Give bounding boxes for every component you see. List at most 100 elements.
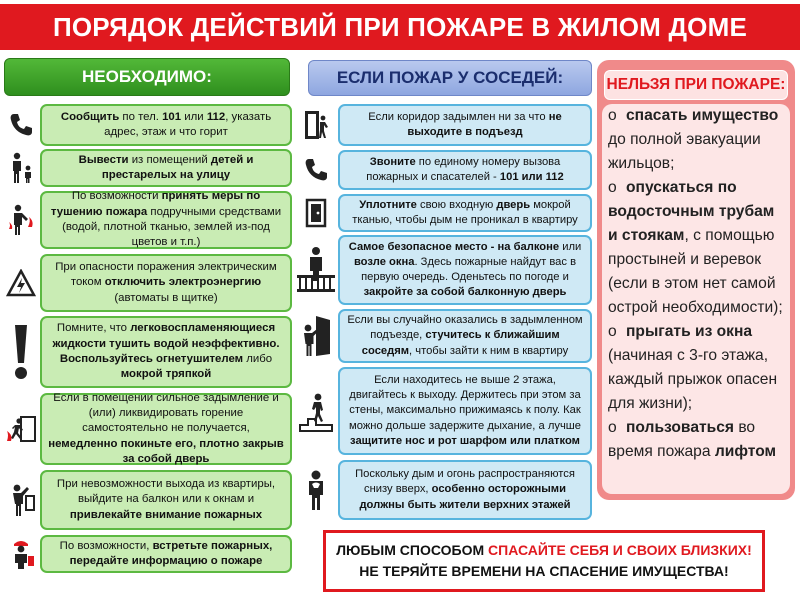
fire-exit-icon bbox=[4, 393, 38, 465]
left-text: Если в помещении сильное задымление и (и… bbox=[40, 392, 292, 466]
bold-text: 112 bbox=[206, 110, 226, 123]
banner-line-2: НЕ ТЕРЯЙТЕ ВРЕМЕНИ НА СПАСЕНИЕ ИМУЩЕСТВА… bbox=[359, 563, 729, 579]
bold-text: Звоните bbox=[369, 155, 416, 168]
person-at-window-icon bbox=[4, 470, 38, 530]
bold-text: детей и престарелых на улицу bbox=[101, 153, 254, 181]
bold-text: дверь bbox=[496, 198, 531, 211]
middle-row: Поскольку дым и огонь распространяются с… bbox=[296, 460, 592, 520]
phone-icon bbox=[4, 104, 38, 146]
middle-row: Звоните по единому номеру вызова пожарны… bbox=[296, 150, 592, 190]
left-row: Вывести из помещений детей и престарелых… bbox=[4, 149, 292, 187]
rich-text: Если вы случайно оказались в задымленном… bbox=[347, 314, 583, 357]
warning-banner: ЛЮБЫМ СПОСОБОМ СПАСАЙТЕ СЕБЯ И СВОИХ БЛИ… bbox=[323, 530, 765, 592]
list-marker: o bbox=[608, 323, 617, 340]
bold-text: лифтом bbox=[714, 443, 777, 460]
bold-text: защитите нос и рот шарфом или платком bbox=[350, 434, 580, 447]
person-knocking-door-icon bbox=[296, 309, 336, 363]
rich-text: Звоните по единому номеру вызова пожарны… bbox=[366, 155, 564, 183]
firefighter-icon bbox=[4, 535, 38, 573]
left-text: Сообщить по тел. 101 или 112, указать ад… bbox=[40, 104, 292, 146]
middle-row: Если находитесь не выше 2 этажа, двигайт… bbox=[296, 367, 592, 455]
left-text: По возможности принять меры по тушению п… bbox=[40, 190, 292, 249]
rich-text: По возможности, встретьте пожарных, пере… bbox=[59, 539, 273, 567]
bold-text: 101 или 112 bbox=[499, 171, 564, 183]
right-column-header: НЕЛЬЗЯ ПРИ ПОЖАРЕ: bbox=[604, 70, 788, 100]
middle-text: Если находитесь не выше 2 этажа, двигайт… bbox=[338, 367, 592, 455]
rich-text: По возможности принять меры по тушению п… bbox=[50, 190, 282, 249]
prohibited-item-text: прыгать из окна (начиная с 3-го этажа, к… bbox=[608, 323, 777, 412]
left-row: Если в помещении сильное задымление и (и… bbox=[4, 392, 292, 466]
rich-text: Сообщить по тел. 101 или 112, указать ад… bbox=[60, 110, 272, 138]
bold-text: немедленно покиньте его, плотно закрыв з… bbox=[48, 437, 284, 466]
middle-text: Самое безопасное место - на балконе или … bbox=[338, 235, 592, 305]
bold-text: пользоваться bbox=[626, 419, 734, 436]
list-marker: o bbox=[608, 419, 617, 436]
rich-text: Если коридор задымлен ни за что не выход… bbox=[368, 110, 562, 138]
banner-line-1-start: ЛЮБЫМ СПОСОБОМ bbox=[336, 542, 489, 558]
person-covering-face-icon bbox=[296, 460, 336, 520]
adult-with-child-icon bbox=[4, 149, 38, 187]
middle-text: Звоните по единому номеру вызова пожарны… bbox=[338, 150, 592, 190]
bold-text: Вывести bbox=[78, 153, 129, 166]
middle-column-header: ЕСЛИ ПОЖАР У СОСЕДЕЙ: bbox=[308, 60, 592, 96]
middle-row: Самое безопасное место - на балконе или … bbox=[296, 235, 592, 305]
banner-line-1: ЛЮБЫМ СПОСОБОМ СПАСАЙТЕ СЕБЯ И СВОИХ БЛИ… bbox=[336, 540, 752, 561]
title-bar: ПОРЯДОК ДЕЙСТВИЙ ПРИ ПОЖАРЕ В ЖИЛОМ ДОМЕ bbox=[0, 4, 800, 50]
middle-row: Если вы случайно оказались в задымленном… bbox=[296, 309, 592, 363]
bold-text: отключить электроэнергию bbox=[104, 276, 262, 289]
middle-text: Если вы случайно оказались в задымленном… bbox=[338, 309, 592, 363]
rich-text: Помните, что легковоспламеняющиеся жидко… bbox=[52, 322, 280, 381]
left-text: При опасности поражения электрическим то… bbox=[40, 254, 292, 312]
person-on-balcony-icon bbox=[296, 235, 336, 305]
rich-text: Самое безопасное место - на балконе или … bbox=[348, 240, 582, 299]
prohibited-item-text: опускаться по водосточным трубам и стояк… bbox=[608, 179, 783, 316]
bold-text: прыгать из окна bbox=[626, 323, 753, 340]
left-row: По возможности, встретьте пожарных, пере… bbox=[4, 535, 292, 573]
left-text: По возможности, встретьте пожарных, пере… bbox=[40, 535, 292, 573]
middle-row: Уплотните свою входную дверь мокрой ткан… bbox=[296, 194, 592, 232]
bold-text: Сообщить bbox=[60, 110, 120, 123]
rich-text: опускаться по водосточным трубам и стояк… bbox=[608, 179, 783, 316]
left-row: При невозможности выхода из квартиры, вы… bbox=[4, 470, 292, 530]
rich-text: Поскольку дым и огонь распространяются с… bbox=[355, 468, 575, 511]
bold-text: легковоспламеняющиеся жидкости тушить во… bbox=[52, 322, 280, 365]
bold-text: не выходите в подъезд bbox=[407, 110, 562, 138]
bold-text: опускаться по водосточным трубам и стояк… bbox=[608, 179, 775, 244]
bold-text: стучитесь к ближайшим соседям bbox=[361, 329, 560, 357]
prohibited-item-text: пользоваться во время пожара лифтом bbox=[608, 419, 776, 460]
bold-text: привлекайте внимание пожарных bbox=[69, 508, 263, 521]
person-extinguishing-icon bbox=[4, 191, 38, 249]
rich-text: пользоваться во время пожара лифтом bbox=[608, 419, 777, 460]
exclamation-icon bbox=[4, 316, 38, 388]
prohibited-item-text: спасать имущество до полной эвакуации жи… bbox=[608, 107, 778, 172]
list-marker: o bbox=[608, 107, 617, 124]
bold-text: спасать имущество bbox=[626, 107, 779, 124]
person-on-stairs-icon bbox=[296, 367, 336, 455]
bold-text: Самое безопасное место - на балконе bbox=[348, 240, 560, 253]
left-text: При невозможности выхода из квартиры, вы… bbox=[40, 470, 292, 530]
left-row: При опасности поражения электрическим то… bbox=[4, 254, 292, 312]
rich-text: Если находитесь не выше 2 этажа, двигайт… bbox=[349, 374, 581, 447]
bold-text: мокрой тряпкой bbox=[120, 368, 212, 381]
middle-text: Если коридор задымлен ни за что не выход… bbox=[338, 104, 592, 146]
middle-row: Если коридор задымлен ни за что не выход… bbox=[296, 104, 592, 146]
bold-text: закройте за собой балконную дверь bbox=[363, 286, 567, 299]
bold-text: 101 bbox=[162, 110, 182, 123]
bold-text: принять меры по тушению пожара bbox=[50, 190, 261, 218]
bold-text: Уплотните bbox=[359, 198, 417, 211]
exit-door-icon bbox=[296, 104, 336, 146]
left-text: Вывести из помещений детей и престарелых… bbox=[40, 149, 292, 187]
bold-text: встретьте пожарных, передайте информацию… bbox=[69, 539, 273, 567]
rich-text: При опасности поражения электрическим то… bbox=[55, 260, 277, 304]
rich-text: Вывести из помещений детей и престарелых… bbox=[78, 153, 254, 181]
left-text: Помните, что легковоспламеняющиеся жидко… bbox=[40, 316, 292, 388]
rich-text: При невозможности выхода из квартиры, вы… bbox=[56, 477, 276, 521]
left-row: По возможности принять меры по тушению п… bbox=[4, 190, 292, 249]
electric-hazard-icon bbox=[4, 254, 38, 312]
left-row: Помните, что легковоспламеняющиеся жидко… bbox=[4, 316, 292, 388]
middle-text: Уплотните свою входную дверь мокрой ткан… bbox=[338, 194, 592, 232]
